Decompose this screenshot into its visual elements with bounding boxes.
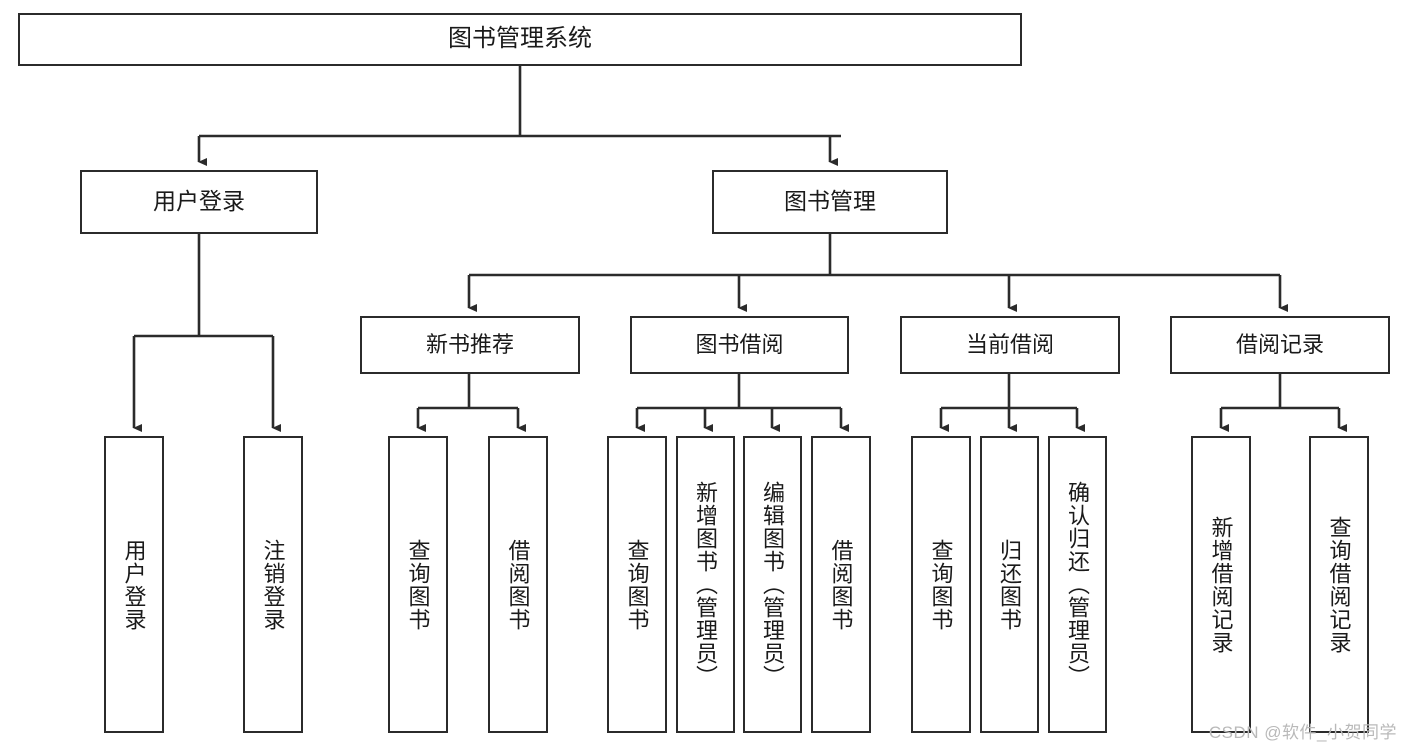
node-user-login[interactable]: 用户登录: [80, 170, 318, 234]
node-label: 查询图书: [624, 538, 650, 631]
leaf-current-borrow-confirm-return-admin[interactable]: 确认归还（管理员）: [1048, 436, 1107, 733]
leaf-book-borrow-borrow-books[interactable]: 借阅图书: [811, 436, 871, 733]
node-label: 新书推荐: [425, 332, 514, 358]
node-root-library-system[interactable]: 图书管理系统: [18, 13, 1022, 66]
leaf-current-borrow-return-books[interactable]: 归还图书: [980, 436, 1039, 733]
node-label: 编辑图书（管理员）: [760, 481, 786, 688]
node-label: 图书管理系统: [448, 25, 592, 53]
node-label: 归还图书: [997, 538, 1023, 631]
leaf-current-borrow-query-books[interactable]: 查询图书: [911, 436, 971, 733]
leaf-borrow-record-query-record[interactable]: 查询借阅记录: [1309, 436, 1369, 733]
node-book-borrowing[interactable]: 图书借阅: [630, 316, 849, 374]
node-label: 借阅图书: [505, 538, 531, 631]
node-label: 图书借阅: [695, 332, 784, 358]
node-label: 图书管理: [784, 188, 876, 215]
node-new-book-recommendation[interactable]: 新书推荐: [360, 316, 580, 374]
node-label: 用户登录: [153, 188, 245, 215]
leaf-book-borrow-add-book-admin[interactable]: 新增图书（管理员）: [676, 436, 735, 733]
node-book-management[interactable]: 图书管理: [712, 170, 948, 234]
node-label: 查询借阅记录: [1326, 515, 1352, 654]
leaf-user-login-signin[interactable]: 用户登录: [104, 436, 164, 733]
node-label: 新增图书（管理员）: [693, 481, 719, 688]
node-label: 用户登录: [121, 538, 147, 631]
node-current-borrowing[interactable]: 当前借阅: [900, 316, 1120, 374]
node-label: 当前借阅: [965, 332, 1054, 358]
node-label: 新增借阅记录: [1208, 515, 1234, 654]
leaf-new-book-borrow-books[interactable]: 借阅图书: [488, 436, 548, 733]
node-borrowing-record[interactable]: 借阅记录: [1170, 316, 1390, 374]
node-label: 注销登录: [260, 538, 286, 631]
leaf-book-borrow-query-books[interactable]: 查询图书: [607, 436, 667, 733]
node-label: 确认归还（管理员）: [1065, 481, 1091, 688]
node-label: 借阅图书: [828, 538, 854, 631]
node-label: 查询图书: [405, 538, 431, 631]
csdn-watermark: CSDN @软件_小贺同学: [1208, 723, 1397, 742]
node-label: 借阅记录: [1235, 332, 1324, 358]
leaf-new-book-query-books[interactable]: 查询图书: [388, 436, 448, 733]
leaf-borrow-record-add-record[interactable]: 新增借阅记录: [1191, 436, 1251, 733]
leaf-book-borrow-edit-book-admin[interactable]: 编辑图书（管理员）: [743, 436, 802, 733]
node-label: 查询图书: [928, 538, 954, 631]
leaf-user-login-signout[interactable]: 注销登录: [243, 436, 303, 733]
